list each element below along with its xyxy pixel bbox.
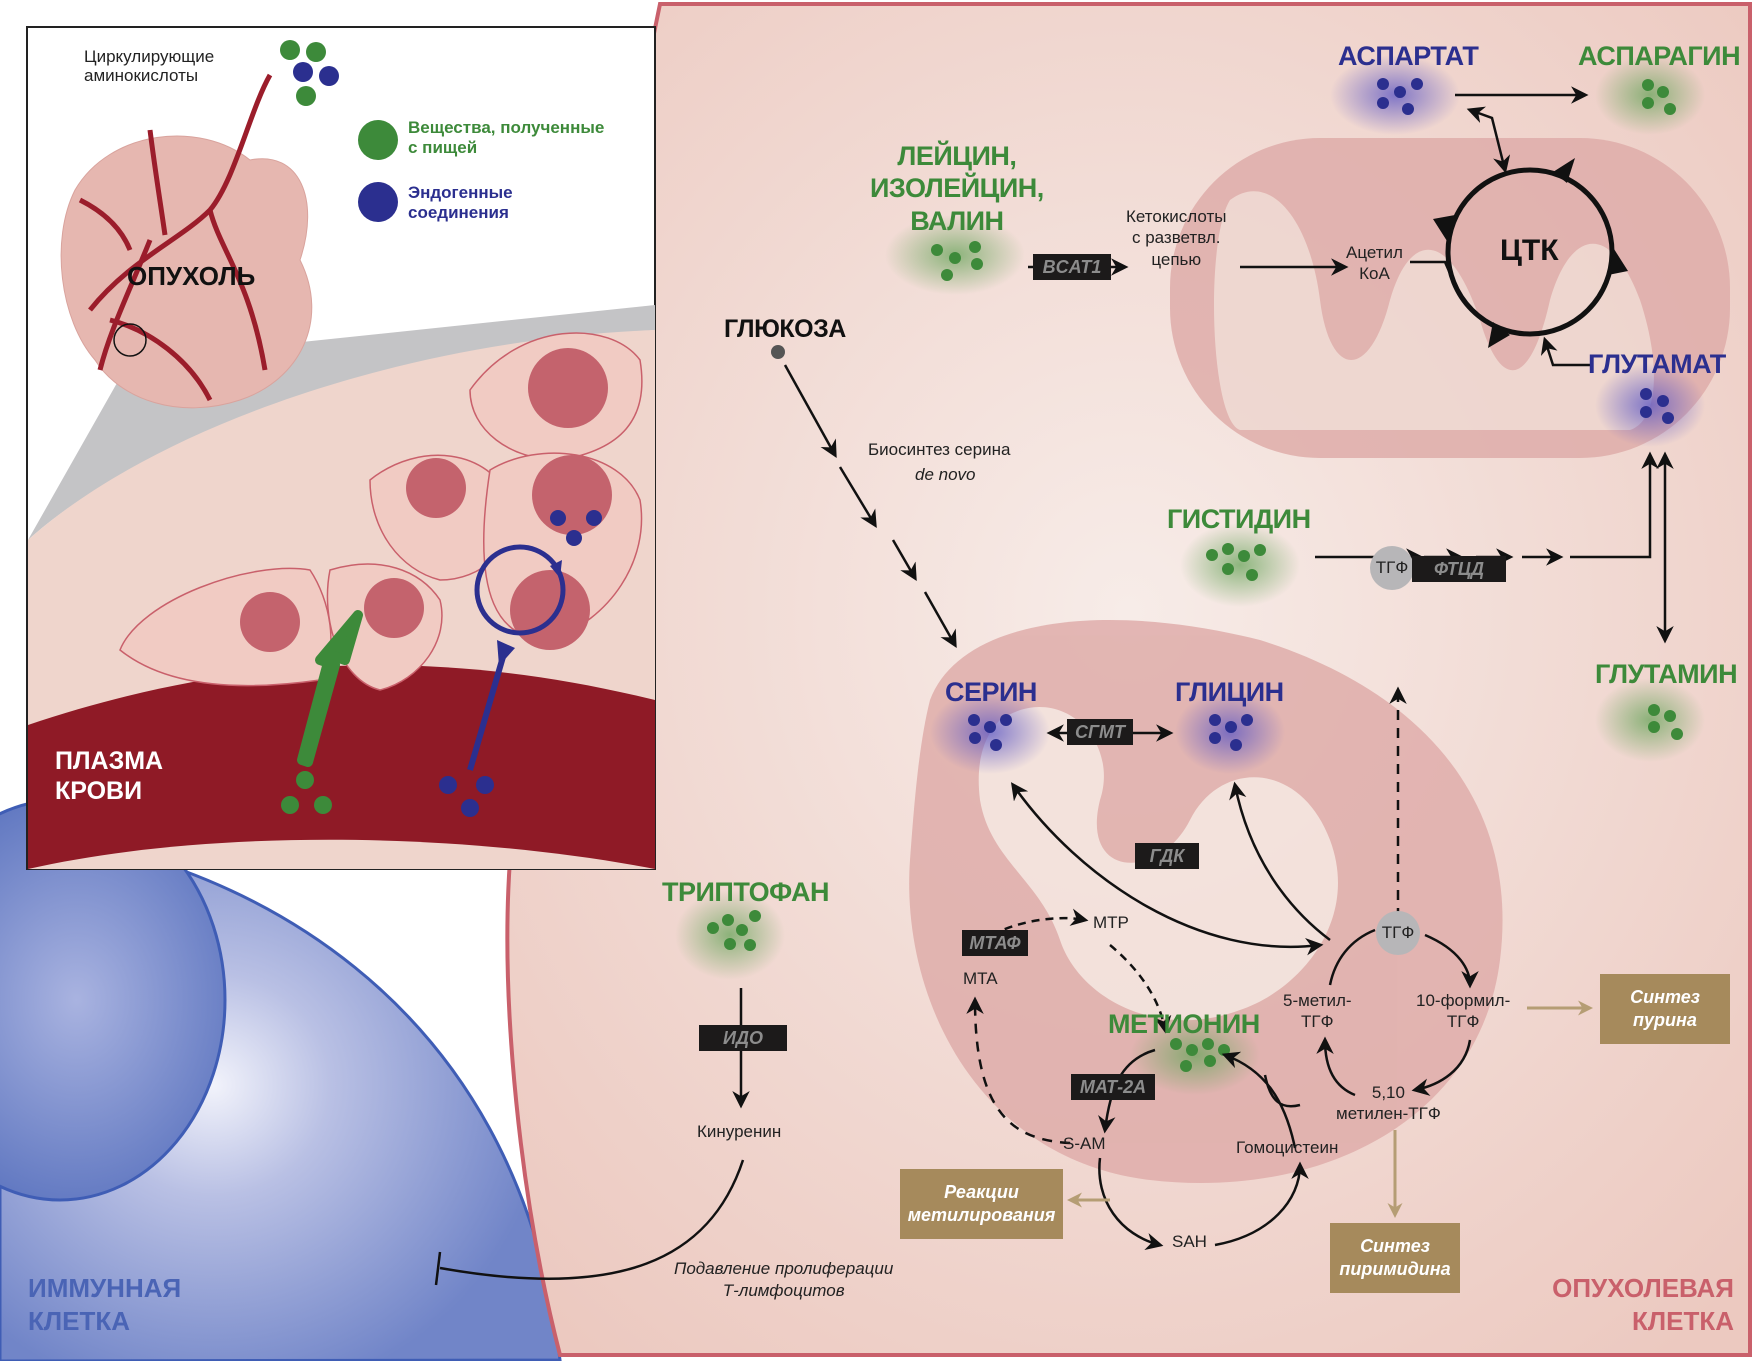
pyrimidine-synthesis-box: Синтез пиримидина [1330,1223,1460,1293]
legend-dietary-label: Вещества, полученные с пищей [408,118,605,157]
blood-vessels [78,73,273,402]
thf-ftcd-node: ТГФ [1370,546,1414,590]
tumor-cell-label: ОПУХОЛЕВАЯ КЛЕТКА [1552,1273,1734,1336]
circulating-dots [280,40,339,106]
plasma-region [28,665,655,869]
plasma-label: ПЛАЗМА КРОВИ [55,747,164,805]
glutamine-dots [1648,704,1683,740]
sam-label: S-AM [1063,1134,1106,1153]
asparagine-dots [1642,79,1676,115]
enzyme-mtap: МТАФ [962,930,1028,956]
inset-green-dots [281,771,332,814]
aspartate-dots [1377,78,1423,115]
enzyme-ido: ИДО [699,1025,787,1051]
green-uptake-arrow [297,610,363,767]
sah-label: SAH [1172,1232,1207,1251]
formyl-thf-label: 10-формил- ТГФ [1416,991,1511,1032]
mta-label: MTA [963,969,998,988]
enzyme-gdc: ГДК [1135,843,1199,869]
glutamine-label: ГЛУТАМИН [1595,659,1738,689]
molecule-dots [707,78,1683,1072]
aspartate-label: АСПАРТАТ [1338,41,1479,71]
methyl-thf-label: 5-метил- ТГФ [1283,991,1352,1032]
mtr-label: MTP [1093,913,1129,932]
mitochondrion-upper [1170,138,1730,458]
glutamate-dots [1640,388,1674,424]
kynurenine-label: Кинуренин [697,1122,782,1141]
de-novo-label: de novo [915,465,976,484]
keto-acids-label: Кетокислоты с разветвл. цепью [1126,207,1227,269]
blue-uptake-arrow [467,649,508,771]
homocysteine-label: Гомоцистеин [1236,1138,1339,1157]
asparagine-label: АСПАРАГИН [1578,41,1741,71]
enzyme-shmt: СГМТ [1067,719,1133,745]
blue-cycle-arrow [474,544,566,636]
glycine-label: ГЛИЦИН [1175,677,1284,707]
tryptophan-label: ТРИПТОФАН [662,877,830,907]
tca-cycle [1445,167,1615,337]
tca-label: ЦТК [1500,234,1559,267]
bcaa-label: ЛЕЙЦИН, ИЗОЛЕЙЦИН, ВАЛИН [870,141,1044,236]
acetyl-coa-label: Ацетил КоА [1346,243,1403,284]
glycine-dots [1209,714,1253,751]
serine-dots [968,714,1012,751]
methylene-thf-label: 5,10 метилен-ТГФ [1336,1083,1441,1124]
inset-blue-dots [439,776,494,817]
tumor-mass [60,135,313,409]
serine-biosynthesis-label: Биосинтез серина [868,440,1011,459]
enzyme-mat2a: МАТ-2А [1071,1074,1155,1100]
purine-synthesis-box: Синтез пурина [1600,974,1730,1044]
methionine-label: МЕТИОНИН [1108,1009,1260,1039]
inset-blue-dots-cell [550,510,602,546]
pathway-arrows [434,86,1674,1286]
tca-arrowheads [1433,158,1628,348]
inset-panel [26,26,656,870]
circulating-amino-acids-label: Циркулирующие аминокислоты [84,47,215,85]
methylation-reactions-box: Реакции метилирования [900,1169,1063,1239]
methionine-dots [1170,1038,1230,1072]
legend-endogenous-label: Эндогенные соединения [408,183,513,222]
tumor-label: ОПУХОЛЬ [127,261,256,291]
glucose-label: ГЛЮКОЗА [724,315,846,343]
glucose-dot [771,345,785,359]
output-arrows [1067,1000,1593,1218]
histidine-label: ГИСТИДИН [1167,504,1311,534]
bcaa-dots [931,241,983,281]
legend-blue-dot [358,182,398,222]
t-cell-suppression-label: Подавление пролиферации Т-лимфоцитов [674,1259,894,1301]
glutamate-label: ГЛУТАМАТ [1588,349,1726,379]
thf-node: ТГФ [1376,911,1420,955]
enzyme-bcat1: BCAT1 [1033,254,1111,280]
legend-green-dot [358,120,398,160]
histidine-dots [1206,543,1266,581]
zoom-circle [113,323,147,357]
enzyme-ftcd: ФТЦД [1412,556,1506,582]
serine-label: СЕРИН [945,677,1037,707]
immune-cell-label: ИММУННАЯ КЛЕТКА [28,1273,182,1336]
tryptophan-dots [707,910,761,951]
